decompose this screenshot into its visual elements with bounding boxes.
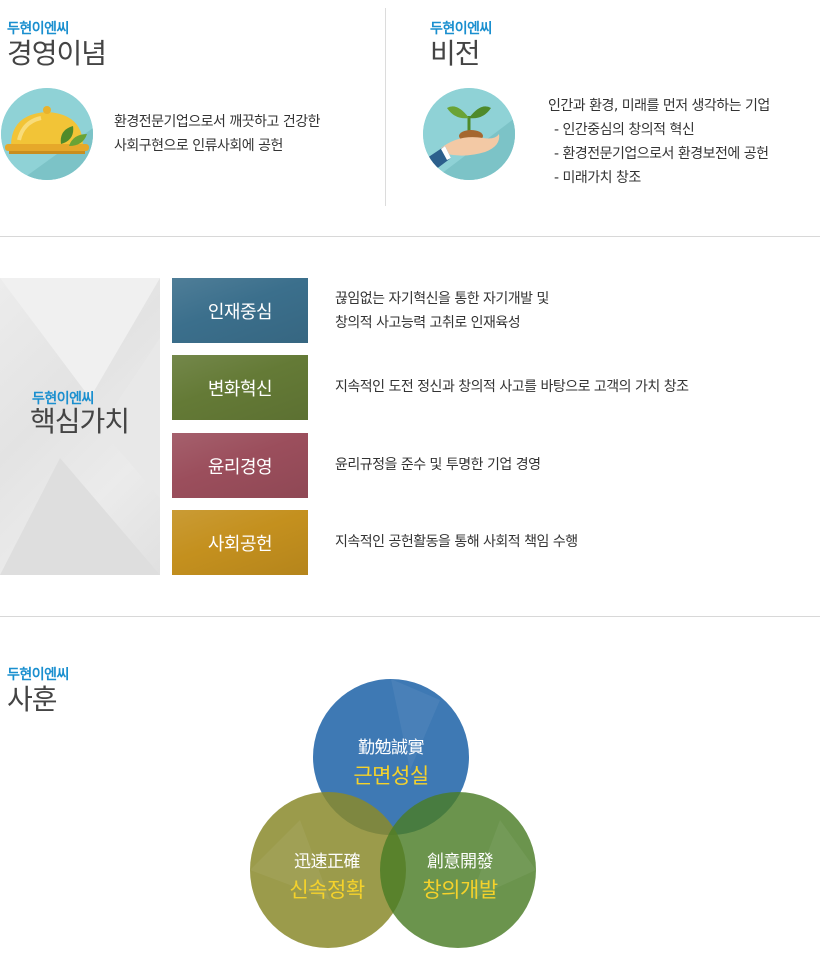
core-values-title: 핵심가치 <box>30 405 130 438</box>
core-value-contribution: 사회공헌 <box>172 510 308 575</box>
philosophy-vision-section: 두현이엔씨 경영이념 환경전문기업으로서 깨끗하고 건강한 사회구현으로 인류사… <box>0 0 820 237</box>
vision-item-3: - 미래가치 창조 <box>554 170 641 186</box>
motto-hangul: 신속정확 <box>289 878 365 902</box>
core-value-desc-line: 지속적인 공헌활동을 통해 사회적 책임 수행 <box>335 534 578 550</box>
cloche-leaf-icon <box>1 88 93 180</box>
core-value-desc-talent: 끊임없는 자기혁신을 통한 자기개발 및 창의적 사고능력 고취로 인재육성 <box>335 287 549 335</box>
motto-hanja: 迅速正確 <box>294 852 361 872</box>
core-value-desc-ethics: 윤리규정을 준수 및 투명한 기업 경영 <box>335 453 541 477</box>
vision-item-1: - 인간중심의 창의적 혁신 <box>554 122 695 138</box>
core-value-desc-line: 지속적인 도전 정신과 창의적 사고를 바탕으로 고객의 가치 창조 <box>335 379 689 395</box>
core-value-desc-line: 끊임없는 자기혁신을 통한 자기개발 및 <box>335 291 549 307</box>
core-value-desc-line: 창의적 사고능력 고취로 인재육성 <box>335 315 521 331</box>
section-divider-vertical <box>385 8 386 206</box>
core-values-panel: 두현이엔씨 핵심가치 <box>0 278 160 575</box>
motto-kicker: 두현이엔씨 <box>7 667 69 683</box>
core-values-background-pattern <box>0 278 160 575</box>
philosophy-header: 두현이엔씨 경영이념 <box>7 18 107 70</box>
section-divider-1 <box>0 236 820 237</box>
philosophy-kicker: 두현이엔씨 <box>7 21 69 37</box>
core-value-innovation: 변화혁신 <box>172 355 308 420</box>
motto-speed-label: 迅速正確 신속정확 <box>257 847 397 904</box>
vision-header: 두현이엔씨 비전 <box>430 18 492 70</box>
vision-item-2: - 환경전문기업으로서 환경보전에 공헌 <box>554 146 769 162</box>
core-value-label: 윤리경영 <box>207 456 273 478</box>
philosophy-line-2: 사회구현으로 인류사회에 공헌 <box>114 138 283 154</box>
motto-hanja: 創意開發 <box>427 852 494 872</box>
vision-intro: 인간과 환경, 미래를 먼저 생각하는 기업 <box>548 98 770 114</box>
motto-hangul: 근면성실 <box>353 764 429 788</box>
philosophy-title: 경영이념 <box>7 37 107 70</box>
motto-title: 사훈 <box>7 683 58 716</box>
core-values-kicker: 두현이엔씨 <box>32 391 94 407</box>
philosophy-text: 환경전문기업으로서 깨끗하고 건강한 사회구현으로 인류사회에 공헌 <box>114 110 320 158</box>
core-value-ethics: 윤리경영 <box>172 433 308 498</box>
core-value-label: 변화혁신 <box>207 378 273 400</box>
vision-text: 인간과 환경, 미래를 먼저 생각하는 기업 - 인간중심의 창의적 혁신 - … <box>548 94 770 190</box>
core-value-talent: 인재중심 <box>172 278 308 343</box>
motto-hanja: 勤勉誠實 <box>358 738 425 758</box>
philosophy-line-1: 환경전문기업으로서 깨끗하고 건강한 <box>114 114 320 130</box>
motto-hangul: 창의개발 <box>422 878 498 902</box>
section-divider-2 <box>0 616 820 617</box>
motto-circle-creativity <box>380 792 536 948</box>
vision-kicker: 두현이엔씨 <box>430 21 492 37</box>
core-value-label: 사회공헌 <box>207 533 273 555</box>
hand-sprout-icon <box>423 88 515 180</box>
motto-header: 두현이엔씨 사훈 <box>7 664 69 716</box>
core-value-label: 인재중심 <box>207 301 273 323</box>
core-value-desc-innovation: 지속적인 도전 정신과 창의적 사고를 바탕으로 고객의 가치 창조 <box>335 375 689 399</box>
vision-title: 비전 <box>430 37 481 70</box>
core-value-desc-contribution: 지속적인 공헌활동을 통해 사회적 책임 수행 <box>335 530 578 554</box>
motto-creativity-label: 創意開發 창의개발 <box>390 847 530 904</box>
core-value-desc-line: 윤리규정을 준수 및 투명한 기업 경영 <box>335 457 541 473</box>
motto-diligence-label: 勤勉誠實 근면성실 <box>321 733 461 790</box>
motto-circle-speed <box>250 792 406 948</box>
